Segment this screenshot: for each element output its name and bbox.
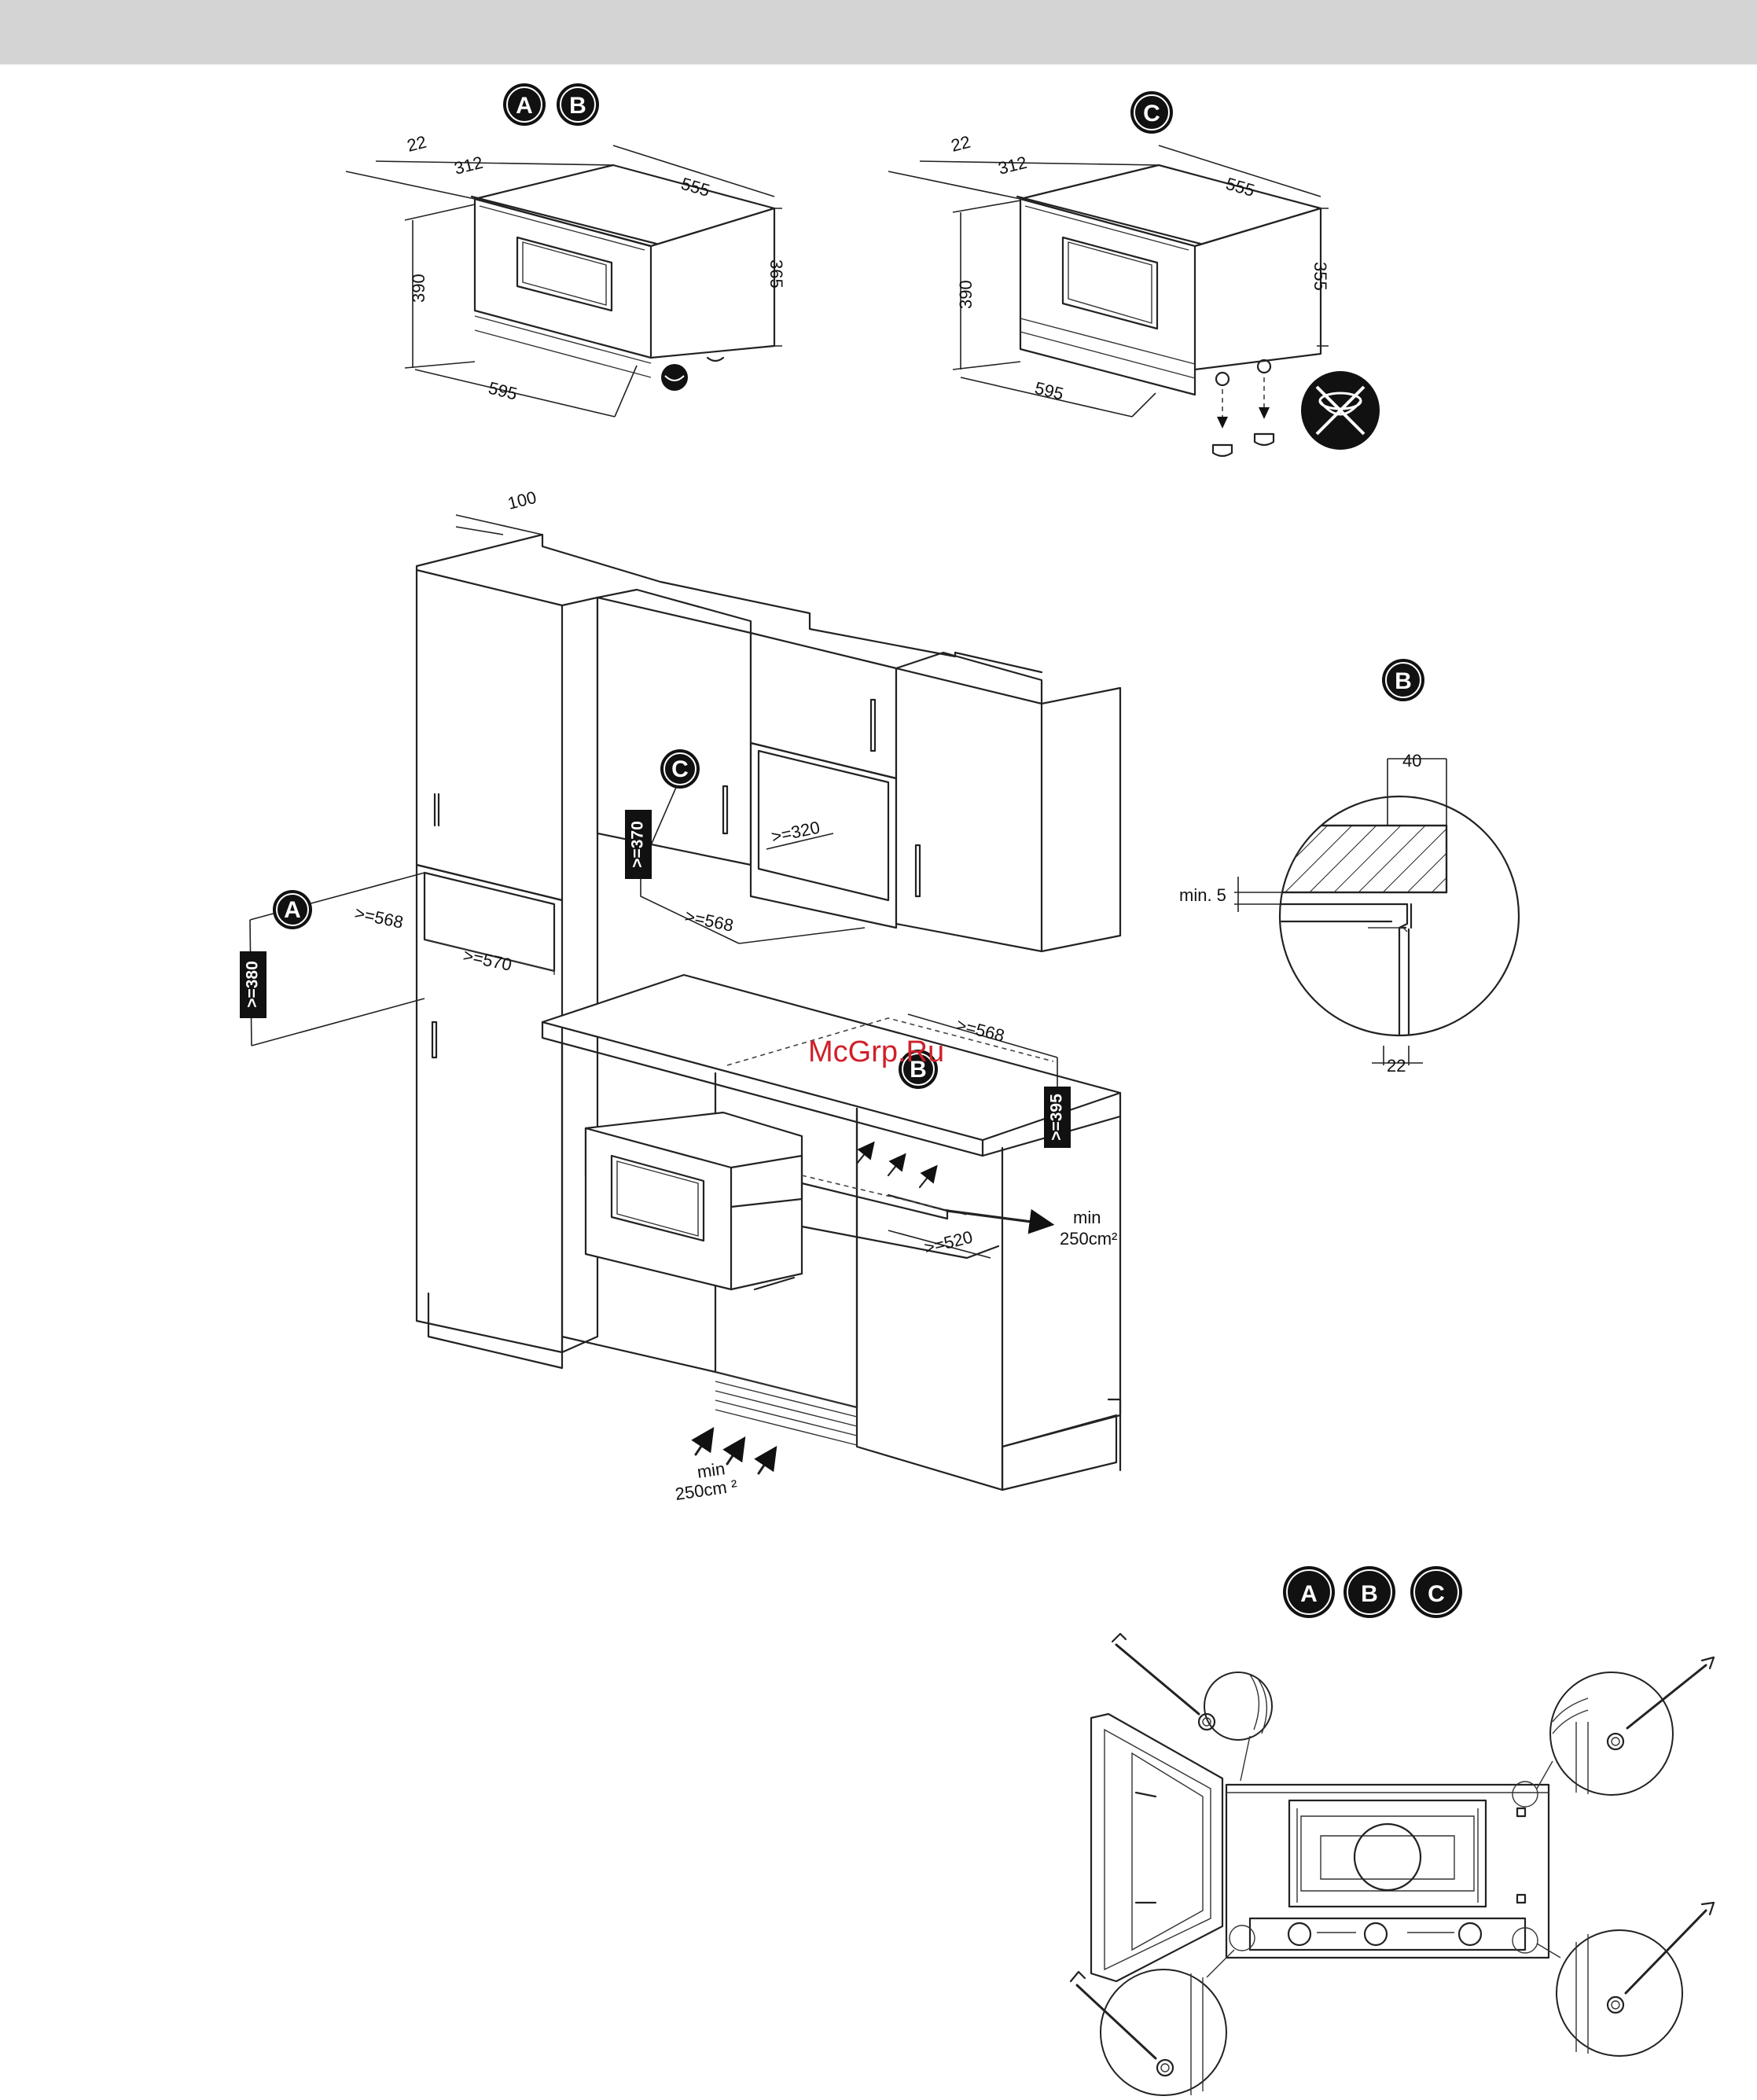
badge-a: A [503, 83, 546, 126]
watermark: McGrp.Ru [808, 1035, 944, 1068]
vent-bottom-line2: 250cm ² [674, 1476, 738, 1504]
dim-detail-thickness: 40 [1402, 751, 1421, 770]
dim-depth: 312 [452, 153, 485, 178]
detail-b: B 40 min. 5 22 [1179, 659, 1519, 1076]
dim-width-top: 555 [679, 174, 712, 200]
badge-c-bottom: C [1410, 1566, 1462, 1618]
vent-side-line2: 250cm² [1060, 1229, 1117, 1249]
badge-a-bottom-label: A [1300, 1581, 1318, 1607]
dim-height: 390 [409, 274, 428, 303]
dim-niche-a-depth: >=570 [461, 945, 513, 974]
vent-grille [715, 1372, 857, 1445]
dim-detail-gap: min. 5 [1179, 885, 1226, 905]
dim-niche-c-height: >=370 [629, 821, 647, 868]
niche-b-height-box: >=395 [1044, 1087, 1071, 1148]
dim-width-front: 595 [487, 378, 520, 404]
badge-b-detail: B [1382, 659, 1424, 701]
dim-c-width-front: 595 [1033, 378, 1066, 404]
dim-niche-b-depth: >=520 [922, 1227, 975, 1257]
dim-c-height: 390 [956, 280, 976, 309]
dim-body-height: 365 [766, 259, 786, 289]
badge-b-label: B [569, 93, 586, 119]
niche-c-height-box: >=370 [625, 810, 652, 879]
badge-c-kitchen-label: C [671, 756, 689, 782]
dim-niche-a-height: >=380 [244, 961, 262, 1008]
dim-detail-trim: 22 [1387, 1056, 1406, 1076]
dim-niche-a-width: >=568 [353, 903, 405, 932]
badge-a-kitchen: A [273, 890, 312, 929]
dim-trim-depth: 22 [405, 132, 428, 156]
dim-c-trim-depth: 22 [949, 132, 972, 156]
badge-b: B [557, 83, 599, 126]
badge-a-label: A [516, 93, 533, 119]
badge-b-detail-label: B [1395, 668, 1412, 694]
vent-side-line1: min [1073, 1208, 1101, 1227]
dim-niche-c-width: >=568 [683, 906, 735, 935]
figure-ab: A B [346, 83, 786, 417]
dim-c-width-top: 555 [1224, 174, 1257, 200]
dim-wall-gap: 100 [505, 487, 538, 513]
dim-niche-b-width: >=568 [954, 1015, 1007, 1046]
dim-c-body-height: 355 [1310, 262, 1330, 291]
dim-niche-b-height: >=395 [1048, 1094, 1066, 1141]
niche-a-height-box: >=380 [240, 951, 266, 1018]
badge-a-kitchen-label: A [284, 897, 301, 923]
badge-b-bottom: B [1343, 1566, 1395, 1618]
badge-c-kitchen: C [660, 749, 700, 789]
badge-b-bottom-label: B [1361, 1581, 1378, 1607]
badge-a-bottom: A [1283, 1566, 1335, 1618]
figure-c: C [888, 91, 1380, 456]
badge-c-top-label: C [1143, 101, 1160, 127]
dim-c-depth: 312 [996, 153, 1029, 178]
badge-c-bottom-label: C [1428, 1581, 1445, 1607]
badge-c-top: C [1130, 91, 1173, 134]
screw-mounting: A B C [1071, 1566, 1714, 2095]
kitchen-diagram: A C B >=380 >=370 >=395 100 >=568 >=570 … [240, 487, 1120, 1504]
